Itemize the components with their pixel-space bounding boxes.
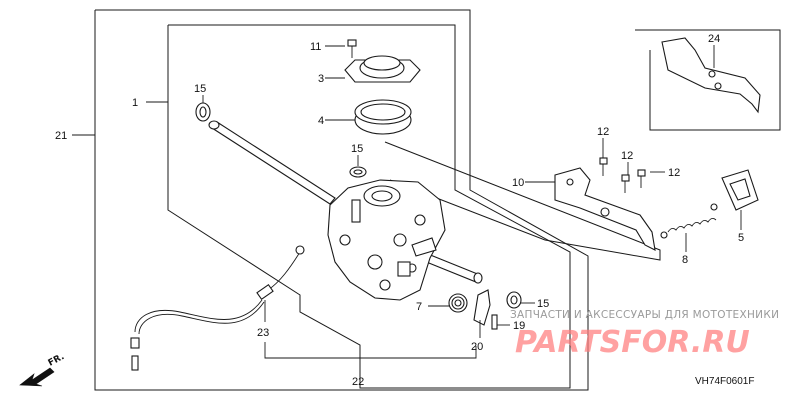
callout-15-bottom: 15: [537, 298, 549, 310]
callout-20: 20: [471, 341, 483, 353]
watermark-tagline: ЗАПЧАСТИ И АКСЕССУАРЫ ДЛЯ МОТОТЕХНИКИ: [510, 309, 779, 321]
grommet-5: [721, 169, 759, 211]
pin-19: [491, 314, 498, 330]
callout-3: 3: [318, 73, 324, 85]
callout-11: 11: [310, 41, 321, 53]
axle-shaft: [208, 120, 483, 284]
diagram-code: VH74F0601F: [695, 376, 754, 387]
spring-8: [660, 203, 718, 239]
callout-19: 19: [513, 320, 525, 332]
direction-arrow-icon: [19, 367, 55, 387]
oil-seal-15-top: [195, 102, 211, 122]
callout-1: 1: [132, 97, 138, 109]
bolt-12-b: [621, 174, 630, 193]
leader-lines: [72, 45, 742, 372]
bolt-12-c: [637, 169, 646, 188]
bolt-12-a: [599, 157, 608, 176]
callout-12-c: 12: [668, 167, 680, 179]
watermark-logo-text: PARTSFOR.RU: [515, 325, 750, 360]
callout-21: 21: [55, 130, 67, 142]
oil-seal-15-bottom: [506, 291, 522, 309]
bracket-24: [661, 37, 761, 114]
gasket-4: [354, 99, 412, 135]
callout-15-top: 15: [194, 83, 206, 95]
arm-20: [473, 289, 491, 326]
oil-seal-15-mid: [349, 166, 367, 178]
direction-label: FR.: [47, 352, 66, 369]
callout-12-a: 12: [597, 126, 609, 138]
callout-22: 22: [352, 376, 364, 388]
callout-23: 23: [257, 327, 269, 339]
clutch-cable-23: [130, 245, 305, 371]
group-1-frame: [167, 24, 571, 389]
transmission-housing: [327, 179, 446, 301]
group-21-frame: [94, 9, 589, 391]
callout-4: 4: [318, 115, 324, 127]
spring-7: [448, 293, 468, 313]
cover-cap-3: [344, 55, 421, 83]
callout-10: 10: [512, 177, 524, 189]
callout-7: 7: [416, 301, 422, 313]
callout-12-b: 12: [621, 150, 633, 162]
callout-8: 8: [682, 254, 688, 266]
group-24-frame: [635, 29, 781, 131]
callout-5: 5: [738, 232, 744, 244]
callout-15-mid: 15: [351, 143, 363, 155]
group-10-frame: [384, 141, 661, 261]
bracket-10: [554, 167, 656, 251]
callout-24: 24: [708, 33, 720, 45]
bolt-11: [347, 39, 357, 58]
